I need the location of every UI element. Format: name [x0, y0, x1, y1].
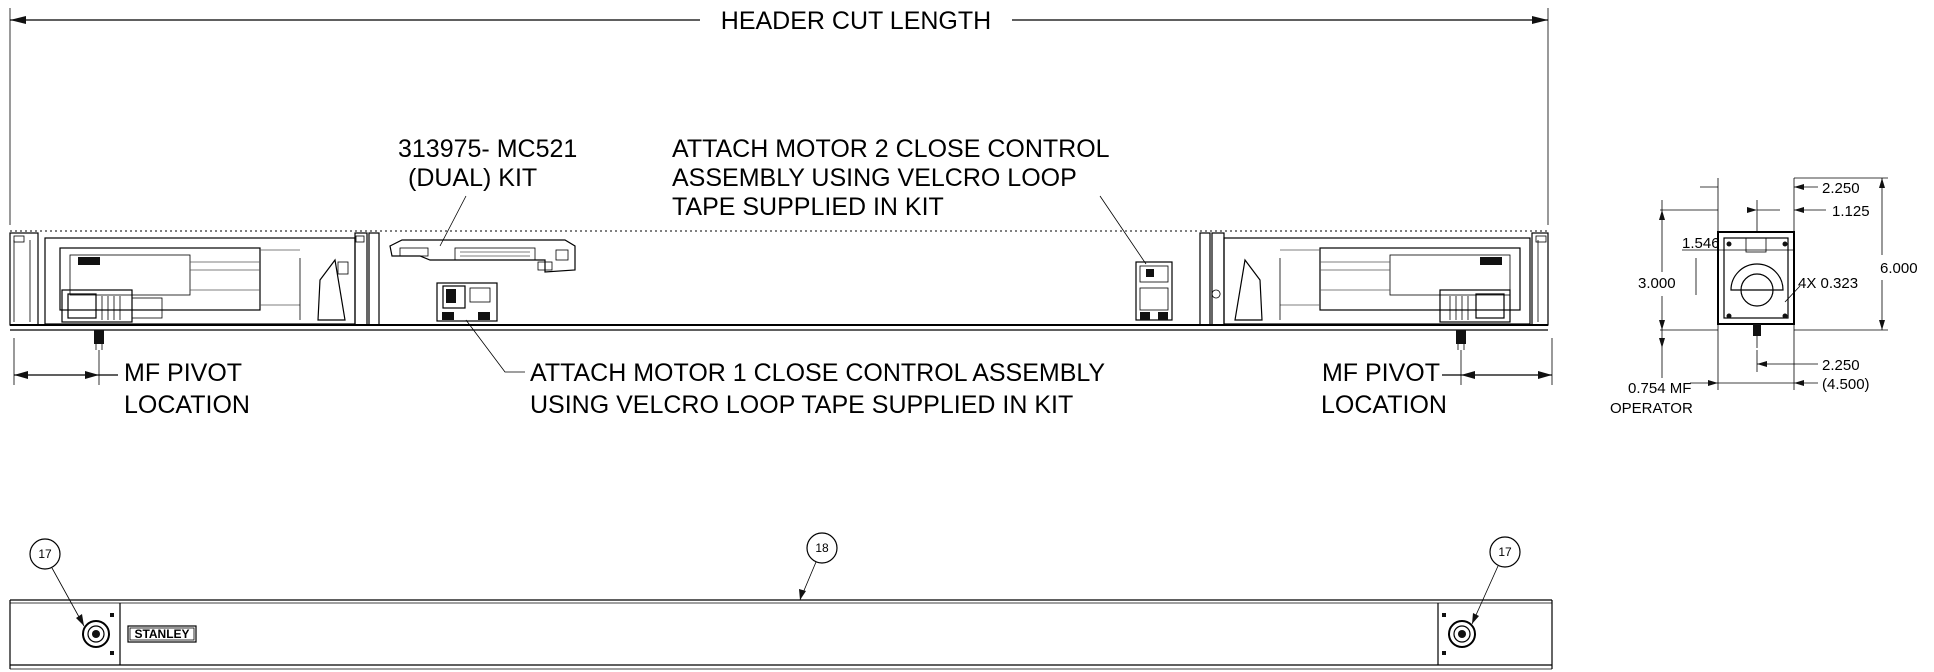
svg-text:18: 18	[815, 541, 829, 555]
svg-text:17: 17	[1498, 545, 1512, 559]
balloon-18-center: 18	[799, 532, 838, 601]
balloon-17-left: 17	[29, 538, 85, 627]
left-pivot-bearing	[82, 613, 114, 655]
header-front-view: STANLEY	[9, 599, 1553, 670]
motor1-close-control-module	[436, 282, 498, 322]
motor2-label-line1: ATTACH MOTOR 2 CLOSE CONTROL	[672, 135, 1110, 163]
motor2-close-control-module	[1135, 261, 1173, 321]
dim-height-mid: 3.000	[1638, 275, 1676, 292]
dim-overall-height: 6.000	[1880, 260, 1918, 277]
motor2-label-line3: TAPE SUPPLIED IN KIT	[672, 193, 944, 221]
motor1-label-line1: ATTACH MOTOR 1 CLOSE CONTROL ASSEMBLY	[530, 359, 1105, 387]
section-view-dimensions: 2.250 1.125 1.546 3.000 4X 0.323 6.000	[1610, 177, 1918, 417]
dim-top-width: 2.250	[1822, 180, 1860, 197]
left-pivot-location-dimension: MF PIVOT LOCATION	[13, 338, 250, 419]
left-pivot-label-line2: LOCATION	[124, 391, 250, 419]
kit-label-line1: 313975- MC521	[398, 135, 577, 163]
right-pivot-location-dimension: MF PIVOT LOCATION	[1321, 338, 1553, 419]
brand-plate-text: STANLEY	[134, 627, 189, 641]
header-top-view	[9, 230, 1549, 350]
dim-height-upper: 1.546	[1682, 235, 1720, 252]
motor1-label-line2: USING VELCRO LOOP TAPE SUPPLIED IN KIT	[530, 391, 1073, 419]
left-operator-motor	[44, 237, 356, 325]
dim-bottom-total: (4.500)	[1822, 376, 1870, 393]
kit-callout: 313975- MC521 (DUAL) KIT	[398, 135, 577, 247]
pivot-offset-line2: OPERATOR	[1610, 400, 1693, 417]
kit-label-line2: (DUAL) KIT	[408, 164, 537, 192]
motor1-callout: ATTACH MOTOR 1 CLOSE CONTROL ASSEMBLY US…	[465, 319, 1105, 419]
right-pivot-post	[1456, 330, 1466, 350]
mc521-control-board	[389, 239, 576, 273]
pivot-offset-line1: 0.754 MF	[1628, 380, 1691, 397]
left-end-cap	[9, 232, 39, 326]
right-divider	[1199, 232, 1225, 326]
balloon-17-right: 17	[1471, 536, 1521, 625]
header-cut-length-label: HEADER CUT LENGTH	[721, 7, 991, 35]
svg-text:17: 17	[38, 547, 52, 561]
motor2-label-line2: ASSEMBLY USING VELCRO LOOP	[672, 164, 1077, 192]
left-divider	[354, 232, 380, 326]
right-pivot-label-line2: LOCATION	[1321, 391, 1447, 419]
right-pivot-bearing	[1442, 613, 1476, 655]
dim-top-half: 1.125	[1832, 203, 1870, 220]
motor2-callout: ATTACH MOTOR 2 CLOSE CONTROL ASSEMBLY US…	[672, 135, 1147, 265]
right-pivot-label-line1: MF PIVOT	[1322, 359, 1440, 387]
dim-bottom-width: 2.250	[1822, 357, 1860, 374]
stanley-brand-plate: STANLEY	[127, 625, 197, 643]
right-end-cap	[1531, 232, 1549, 326]
left-pivot-post	[94, 330, 104, 350]
left-pivot-label-line1: MF PIVOT	[124, 359, 242, 387]
right-operator-motor	[1223, 237, 1531, 325]
header-section-view	[1717, 231, 1795, 348]
header-cut-length-dimension: HEADER CUT LENGTH	[9, 7, 1549, 225]
dim-holes: 4X 0.323	[1798, 275, 1858, 292]
